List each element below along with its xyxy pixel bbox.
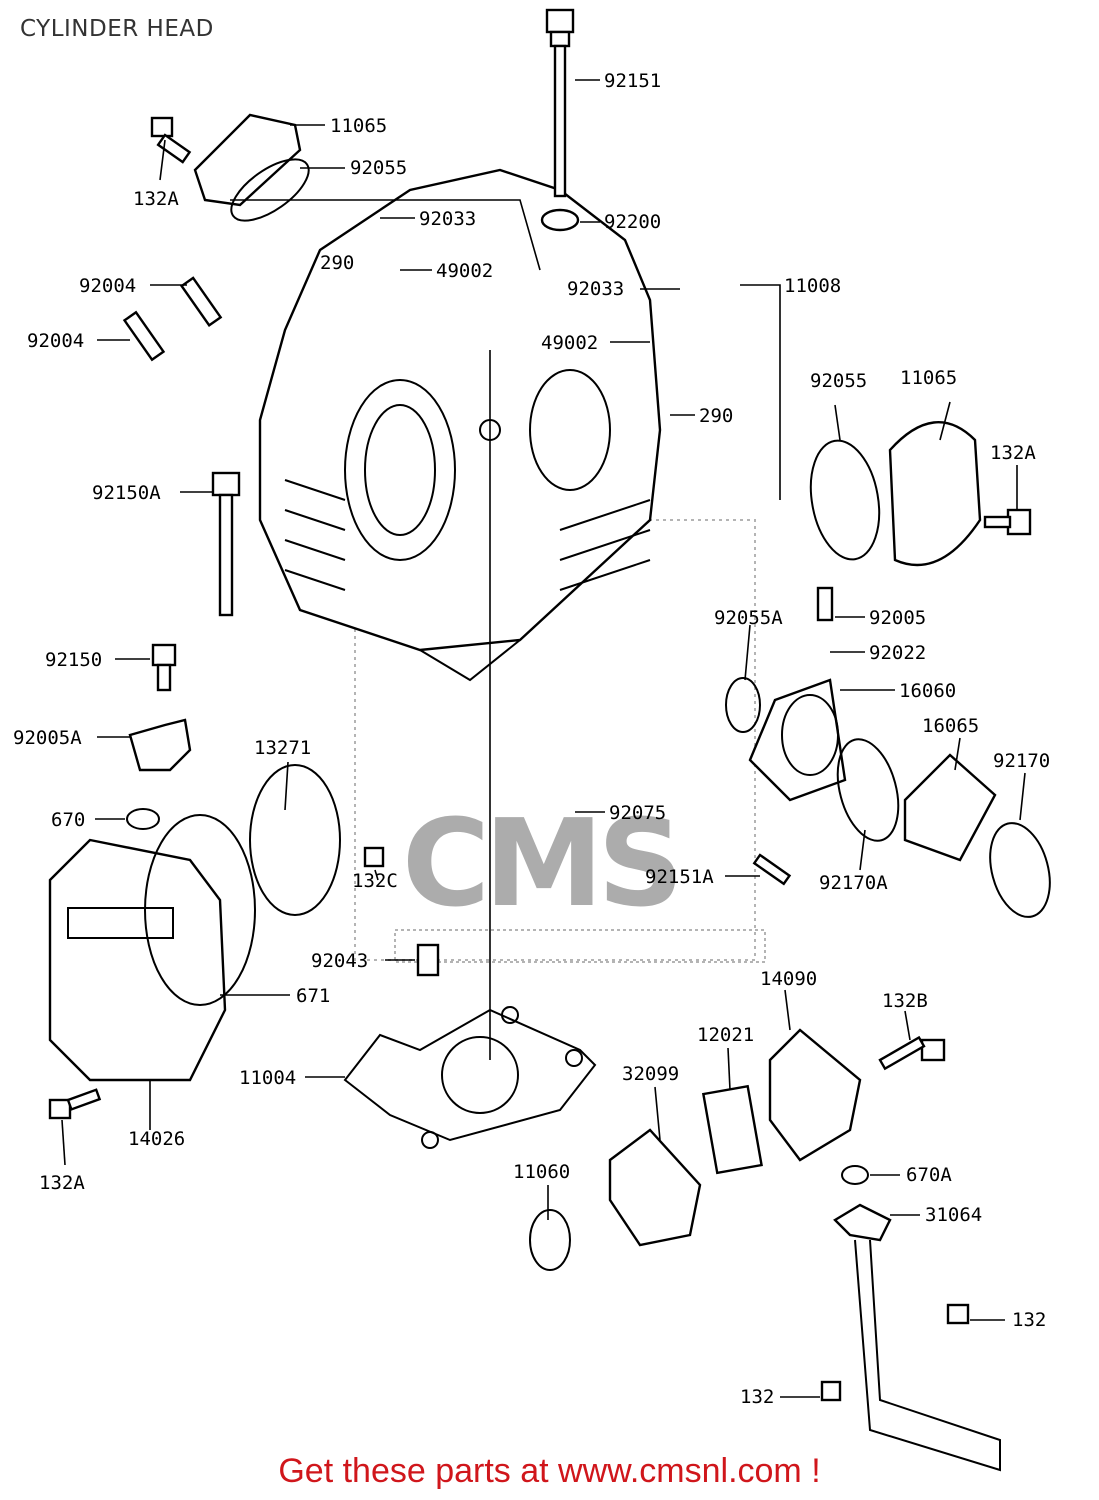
callout-132A-bottom[interactable]: 132A — [39, 1172, 85, 1194]
callout-670[interactable]: 670 — [51, 809, 86, 831]
callout-92005A[interactable]: 92005A — [13, 727, 82, 749]
callout-32099[interactable]: 32099 — [622, 1063, 680, 1085]
callout-132A-top[interactable]: 132A — [133, 188, 179, 210]
callout-92022[interactable]: 92022 — [869, 642, 927, 664]
callout-92170[interactable]: 92170 — [993, 750, 1051, 772]
callout-92004-upper[interactable]: 92004 — [79, 275, 137, 297]
callout-132-bottom[interactable]: 132 — [740, 1386, 775, 1408]
callout-132B[interactable]: 132B — [882, 990, 928, 1012]
callout-12021[interactable]: 12021 — [697, 1024, 755, 1046]
stud-bolts — [122, 276, 223, 362]
callout-132C[interactable]: 132C — [352, 870, 398, 892]
footer-link[interactable]: Get these parts at www.cmsnl.com ! — [278, 1452, 821, 1490]
leader-lines — [61, 79, 1026, 1398]
callout-671[interactable]: 671 — [296, 985, 331, 1007]
head-gasket — [343, 1006, 597, 1149]
callout-92004-lower[interactable]: 92004 — [27, 330, 85, 352]
callout-92200[interactable]: 92200 — [604, 211, 662, 233]
callout-11060[interactable]: 11060 — [513, 1161, 571, 1183]
callout-670A[interactable]: 670A — [906, 1164, 952, 1186]
callout-132-right[interactable]: 132 — [1012, 1309, 1047, 1331]
callout-11065-top[interactable]: 11065 — [330, 115, 388, 137]
callout-16060[interactable]: 16060 — [899, 680, 957, 702]
callout-92075[interactable]: 92075 — [609, 802, 667, 824]
callout-92033-lower[interactable]: 92033 — [567, 278, 625, 300]
callout-11008[interactable]: 11008 — [784, 275, 842, 297]
bolt-92150A — [211, 471, 241, 617]
callout-14090[interactable]: 14090 — [760, 968, 818, 990]
callout-92150[interactable]: 92150 — [45, 649, 103, 671]
callout-49002-upper[interactable]: 49002 — [436, 260, 494, 282]
left-lower-parts — [48, 643, 440, 1120]
callout-11065-right[interactable]: 11065 — [900, 367, 958, 389]
callout-31064[interactable]: 31064 — [925, 1204, 983, 1226]
callout-92055A[interactable]: 92055A — [714, 607, 783, 629]
intake-assembly — [725, 586, 1051, 918]
callout-92150A[interactable]: 92150A — [92, 482, 161, 504]
cover-11065-right — [809, 421, 1032, 567]
callout-92151[interactable]: 92151 — [604, 70, 662, 92]
callout-92055-top[interactable]: 92055 — [350, 157, 408, 179]
lower-right-parts — [529, 1028, 1001, 1472]
callout-92055-right[interactable]: 92055 — [810, 370, 868, 392]
callout-92043[interactable]: 92043 — [311, 950, 369, 972]
callout-132A-right[interactable]: 132A — [990, 442, 1036, 464]
callout-92170A[interactable]: 92170A — [819, 872, 888, 894]
callout-92005[interactable]: 92005 — [869, 607, 927, 629]
callout-16065[interactable]: 16065 — [922, 715, 980, 737]
callout-92033-upper[interactable]: 92033 — [419, 208, 477, 230]
callout-14026[interactable]: 14026 — [128, 1128, 186, 1150]
cylinder-head — [258, 168, 662, 682]
callout-92151A[interactable]: 92151A — [645, 866, 714, 888]
page-title: CYLINDER HEAD — [20, 16, 214, 42]
watermark-logo: CMS — [354, 519, 766, 963]
head-bolt-92151 — [540, 8, 580, 232]
callout-13271[interactable]: 13271 — [254, 737, 312, 759]
callout-11004[interactable]: 11004 — [239, 1067, 297, 1089]
watermark-text: CMS — [402, 795, 678, 934]
callout-290-upper[interactable]: 290 — [320, 252, 355, 274]
callout-49002-lower[interactable]: 49002 — [541, 332, 599, 354]
callout-290-lower[interactable]: 290 — [699, 405, 734, 427]
cover-11065-top — [150, 113, 310, 222]
